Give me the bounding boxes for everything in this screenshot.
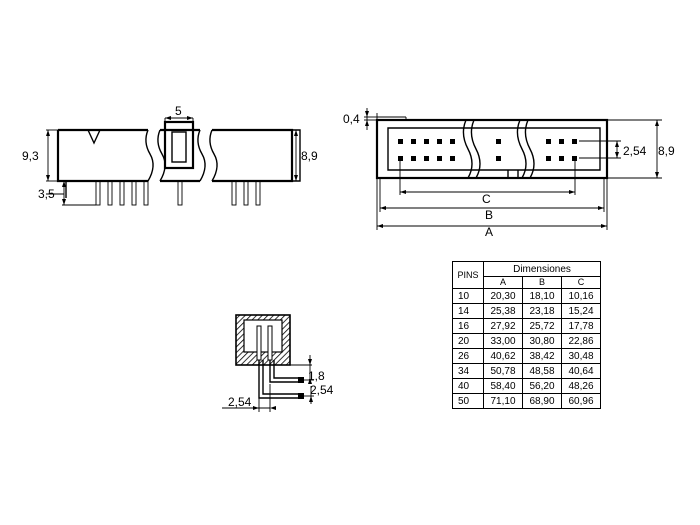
dimensions-header: Dimensiones <box>483 261 601 277</box>
dim-a-label: A <box>485 225 493 239</box>
pins-cell: 14 <box>452 303 484 319</box>
c-cell: 60,96 <box>561 393 601 409</box>
c-cell: 22,86 <box>561 333 601 349</box>
a-cell: 25,38 <box>483 303 523 319</box>
side-view: 5 9,3 3,5 8,9 <box>22 104 318 206</box>
c-cell: 15,24 <box>561 303 601 319</box>
col-a-header: A <box>483 276 523 289</box>
a-cell: 58,40 <box>483 378 523 394</box>
b-cell: 18,10 <box>522 288 562 304</box>
dim-depth-8-9-label: 8,9 <box>658 144 675 158</box>
top-body <box>375 113 609 180</box>
b-cell: 23,18 <box>522 303 562 319</box>
pins-cell: 16 <box>452 318 484 334</box>
b-cell: 38,42 <box>522 348 562 364</box>
dim-pitch-v-2-54-label: 2,54 <box>310 383 334 397</box>
dim-depth-8-9 <box>607 119 662 179</box>
dim-a <box>376 178 608 230</box>
a-cell: 50,78 <box>483 363 523 379</box>
c-cell: 30,48 <box>561 348 601 364</box>
pins-header: PINS <box>452 261 484 289</box>
dim-width-5 <box>165 116 193 120</box>
a-cell: 71,10 <box>483 393 523 409</box>
c-cell: 10,16 <box>561 288 601 304</box>
top-pins <box>398 139 577 161</box>
a-cell: 33,00 <box>483 333 523 349</box>
b-cell: 30,80 <box>522 333 562 349</box>
end-body <box>235 314 304 399</box>
pins-cell: 20 <box>452 333 484 349</box>
top-view: 0,4 2,54 8,9 C <box>343 108 675 239</box>
a-cell: 27,92 <box>483 318 523 334</box>
pins-cell: 10 <box>452 288 484 304</box>
dim-pitch-2-54-label: 2,54 <box>623 144 647 158</box>
c-cell: 48,26 <box>561 378 601 394</box>
c-cell: 17,78 <box>561 318 601 334</box>
dim-pitch-h-2-54 <box>222 384 276 412</box>
b-cell: 68,90 <box>522 393 562 409</box>
dim-pin-3-5 <box>46 181 96 206</box>
b-cell: 56,20 <box>522 378 562 394</box>
dim-height-9-3-label: 9,3 <box>22 149 39 163</box>
pins-cell: 26 <box>452 348 484 364</box>
dim-pin-3-5-label: 3,5 <box>38 187 55 201</box>
pins-cell: 34 <box>452 363 484 379</box>
dim-body-8-9 <box>294 130 298 181</box>
side-pins <box>65 180 261 206</box>
end-view: 1,8 2,54 2,54 <box>222 314 334 412</box>
side-body <box>56 118 301 183</box>
dim-pitch-v-2-54 <box>304 379 314 404</box>
dim-offset-1-8 <box>290 355 312 384</box>
dim-b-label: B <box>485 208 493 222</box>
b-cell: 25,72 <box>522 318 562 334</box>
dim-offset-1-8-label: 1,8 <box>308 369 325 383</box>
dim-c-label: C <box>482 192 491 206</box>
a-cell: 20,30 <box>483 288 523 304</box>
dim-wall-0-4-label: 0,4 <box>343 112 360 126</box>
dim-pitch-2-54 <box>579 140 621 159</box>
dim-wall-0-4 <box>364 108 377 130</box>
pins-cell: 50 <box>452 393 484 409</box>
pins-cell: 40 <box>452 378 484 394</box>
table-header-row: PINS Dimensiones <box>452 261 601 289</box>
col-c-header: C <box>561 276 601 289</box>
col-b-header: B <box>522 276 562 289</box>
b-cell: 48,58 <box>522 363 562 379</box>
a-cell: 40,62 <box>483 348 523 364</box>
dim-c <box>399 161 576 195</box>
c-cell: 40,64 <box>561 363 601 379</box>
dim-height-9-3 <box>46 129 58 182</box>
dim-b <box>379 178 605 212</box>
dim-body-8-9-label: 8,9 <box>301 149 318 163</box>
dim-pitch-h-2-54-label: 2,54 <box>228 395 252 409</box>
dim-width-5-label: 5 <box>175 104 182 118</box>
